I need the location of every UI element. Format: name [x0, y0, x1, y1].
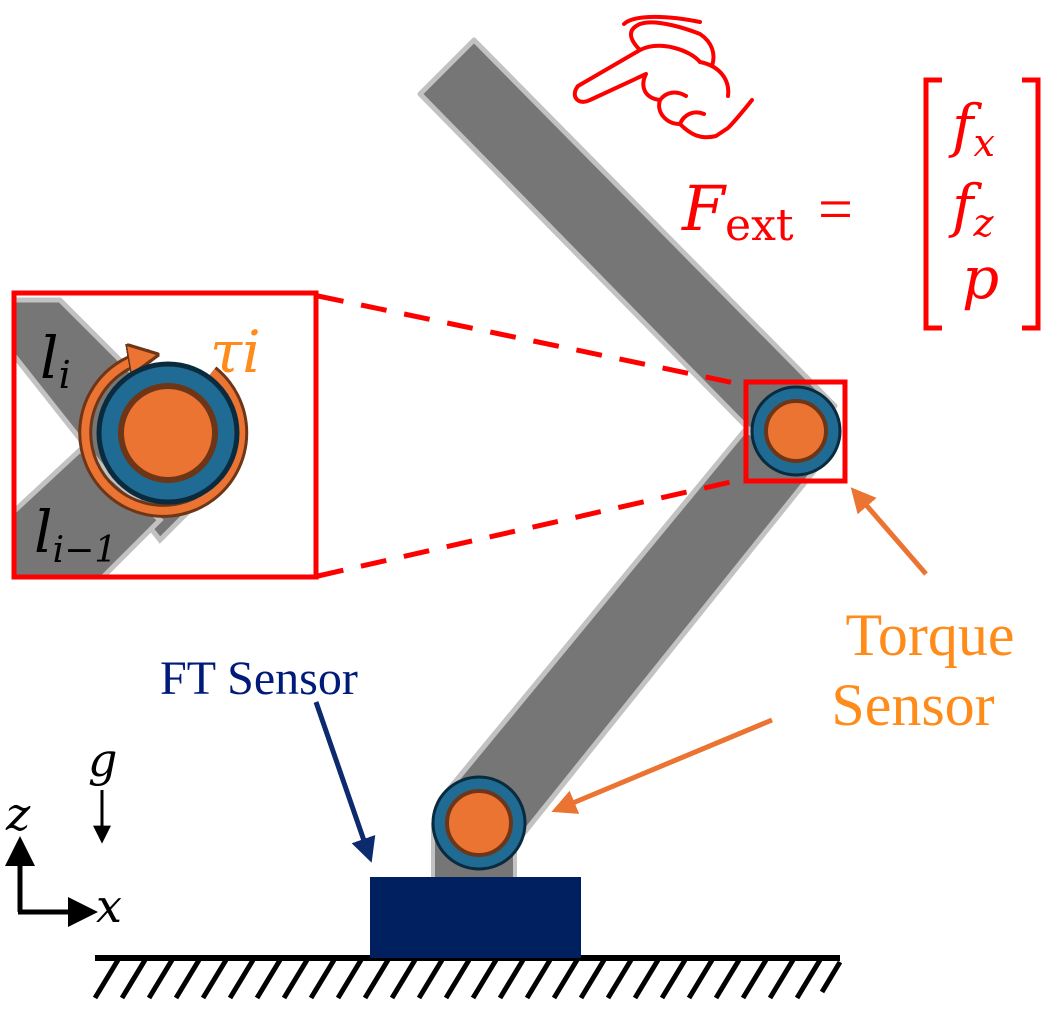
force-lhs: Fext: [681, 172, 794, 251]
force-equation: Fext = fx fz p: [681, 77, 1041, 331]
bracket-left: [923, 77, 942, 331]
ft-sensor-base: [370, 877, 581, 958]
bracket-right: [1022, 77, 1041, 331]
inset-joint-core: [118, 383, 218, 483]
elbow-joint: [750, 385, 842, 477]
vector-fz: fz: [948, 172, 994, 245]
torque-arrow-base: [551, 717, 773, 814]
torque-sensor-label-line2: Sensor: [831, 672, 994, 738]
pointing-hand-icon: [572, 14, 754, 140]
elbow-highlight-box: [743, 379, 848, 484]
vector-p: p: [962, 244, 999, 312]
force-equals: =: [818, 176, 853, 244]
link-lower-label: li−1: [34, 498, 117, 571]
torque-arrow-elbow: [850, 487, 928, 576]
base-joint: [431, 775, 527, 871]
coordinate-axes: g z x: [4, 733, 122, 933]
torque-arrow: [81, 356, 246, 515]
ft-sensor-arrow: [313, 701, 376, 863]
ground-hatching: [92, 958, 843, 1000]
ft-sensor-label: FT Sensor: [160, 652, 358, 705]
torque-sensor-label-line1: Torque: [845, 602, 1014, 668]
link-upper-label: li: [40, 324, 71, 397]
torque-symbol: τi: [210, 318, 261, 386]
x-axis-label: x: [96, 879, 122, 933]
zoom-inset: τi li li−1: [11, 290, 319, 580]
gravity-label: g: [88, 733, 117, 787]
zoom-line-bottom: [317, 476, 745, 579]
zoom-line-top: [317, 293, 745, 388]
inset-lower-link: [14, 446, 164, 577]
upper-link: [417, 37, 838, 462]
inset-frame: [11, 290, 319, 580]
vector-fx: fx: [948, 92, 995, 165]
ground: [92, 955, 843, 1000]
z-axis-label: z: [5, 787, 31, 841]
